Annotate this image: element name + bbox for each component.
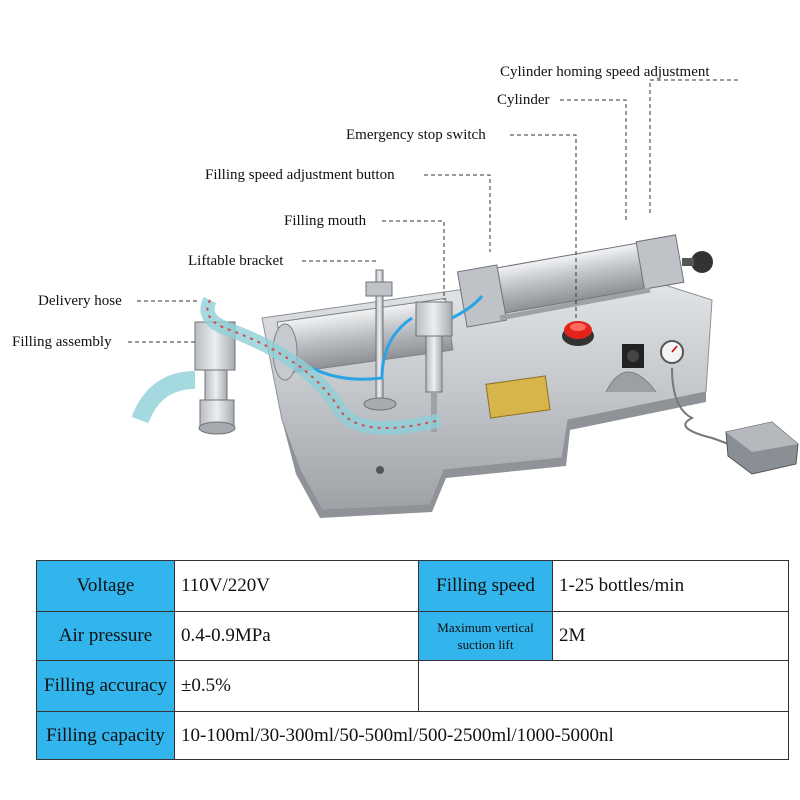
- filling-speed-label: Filling speed: [418, 560, 553, 612]
- suction-lift-value: 2M: [552, 611, 789, 661]
- callout-cylinder-homing-speed-adjustment: Cylinder homing speed adjustment: [500, 64, 710, 80]
- filling-accuracy-label: Filling accuracy: [36, 660, 175, 712]
- filling-head: [415, 295, 484, 432]
- callout-cylinder: Cylinder: [497, 92, 550, 108]
- callout-filling-mouth: Filling mouth: [284, 213, 367, 229]
- filling-machine-illustration: [128, 79, 799, 518]
- air-pressure-value: 0.4-0.9MPa: [174, 611, 419, 661]
- filling-speed-value: 1-25 bottles/min: [552, 560, 789, 612]
- liftable-bracket: [311, 269, 413, 411]
- filling-capacity-label: Filling capacity: [36, 711, 175, 760]
- leader-lines: [128, 79, 738, 343]
- suction-lift-label-line2: suction lift: [457, 637, 514, 652]
- spec-row-filling-capacity: Filling capacity 10-100ml/30-300ml/50-50…: [36, 711, 789, 760]
- voltage-label: Voltage: [36, 560, 175, 612]
- callout-filling-assembly: Filling assembly: [12, 334, 112, 350]
- filling-assembly: [194, 321, 236, 435]
- filling-accuracy-value: ±0.5%: [174, 660, 419, 712]
- air-pressure-label: Air pressure: [36, 611, 175, 661]
- emergency-stop-button: [562, 321, 594, 346]
- voltage-value: 110V/220V: [174, 560, 419, 612]
- callout-filling-speed-adjustment-button: Filling speed adjustment button: [205, 167, 395, 183]
- spec-row-voltage: Voltage 110V/220V Filling speed 1-25 bot…: [36, 560, 789, 612]
- spec-row-filling-accuracy: Filling accuracy ±0.5%: [36, 660, 789, 712]
- control-panel: [622, 340, 684, 368]
- suction-lift-label: Maximum vertical suction lift: [418, 611, 553, 661]
- spec-row-air-pressure: Air pressure 0.4-0.9MPa Maximum vertical…: [36, 611, 789, 661]
- suction-lift-label-line1: Maximum vertical: [437, 620, 534, 635]
- specifications-table: Voltage 110V/220V Filling speed 1-25 bot…: [36, 560, 789, 760]
- delivery-hose: [131, 296, 442, 435]
- filling-capacity-value: 10-100ml/30-300ml/50-500ml/500-2500ml/10…: [174, 711, 789, 760]
- callout-emergency-stop-switch: Emergency stop switch: [346, 127, 486, 143]
- foot-pedal: [671, 367, 799, 475]
- callout-liftable-bracket: Liftable bracket: [188, 253, 284, 269]
- callout-delivery-hose: Delivery hose: [38, 293, 122, 309]
- empty-cell: [418, 660, 789, 712]
